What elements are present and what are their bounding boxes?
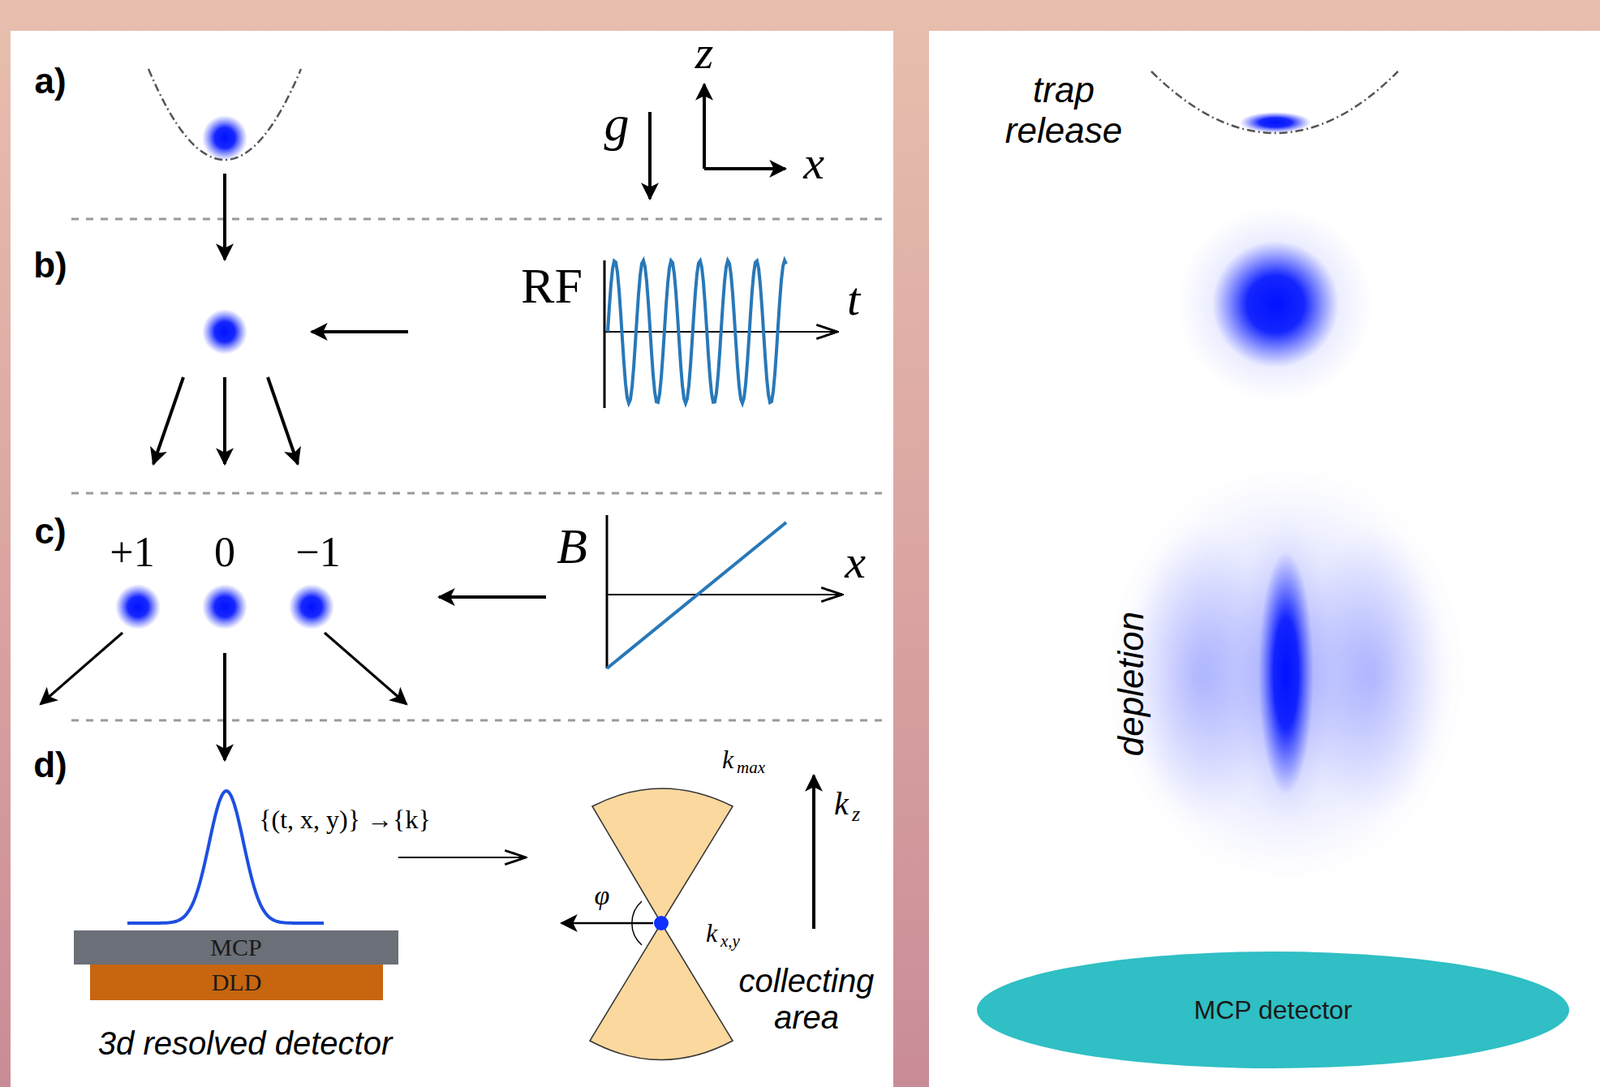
left-panel xyxy=(10,30,894,1087)
subscript: max xyxy=(736,757,766,779)
illustration-part xyxy=(71,719,883,723)
depletion-cloud xyxy=(1111,470,1461,877)
illustration-part xyxy=(223,173,227,260)
right-panel xyxy=(929,30,1600,1087)
illustration-part xyxy=(702,84,706,169)
rf-axes xyxy=(604,260,838,409)
region-label: collecting area xyxy=(713,963,900,1037)
atom-cloud xyxy=(288,584,335,630)
illustration-part xyxy=(324,632,407,705)
illustration-part xyxy=(812,775,816,930)
field-gradient xyxy=(606,522,787,669)
atom-cloud xyxy=(202,309,248,355)
illustration-part xyxy=(561,922,654,925)
angle-arc xyxy=(632,901,642,946)
spin-state: 0 xyxy=(214,528,236,577)
momentum-symbol: k xyxy=(705,918,718,949)
expanding-halo xyxy=(1178,206,1373,402)
stage-label: trap release xyxy=(970,69,1157,151)
trap-potential xyxy=(148,68,302,160)
momentum-symbol: k xyxy=(722,744,734,775)
illustration-part xyxy=(223,377,227,465)
illustration-part xyxy=(223,653,227,761)
step-label: c) xyxy=(34,511,66,552)
illustration-part xyxy=(267,377,298,465)
illustration-part xyxy=(704,167,786,171)
expanding-cloud xyxy=(1212,240,1339,368)
node-text: DLD xyxy=(211,968,263,997)
illustration-part xyxy=(1237,519,1335,828)
subscript: z xyxy=(851,802,861,827)
illustration-part xyxy=(592,788,733,924)
conversion-arrow xyxy=(398,856,526,859)
flow-arrows xyxy=(40,84,814,930)
illustration-part xyxy=(311,330,409,334)
dld-plate: DLD xyxy=(90,964,383,1001)
atom-cloud xyxy=(202,115,248,161)
illustration-part xyxy=(40,632,123,705)
node-text: MCP detector xyxy=(1193,995,1352,1026)
axis-label: x xyxy=(844,534,866,590)
condensate-core xyxy=(1258,551,1314,796)
illustration-part xyxy=(1111,470,1461,877)
atom-cloud xyxy=(202,584,248,630)
illustration-part xyxy=(606,515,609,669)
spin-state: +1 xyxy=(109,528,155,577)
angle-symbol: φ xyxy=(594,880,611,912)
illustration-part xyxy=(648,111,652,199)
stage-label: depletion xyxy=(1110,611,1152,757)
illustration-part xyxy=(153,377,184,465)
mcp-plate: MCP xyxy=(73,930,399,965)
subscript: x,y xyxy=(720,931,740,952)
mapping-formula: {(t, x, y)} →{k} xyxy=(258,804,431,835)
rf-waveform xyxy=(607,260,787,404)
atom-cloud xyxy=(115,584,161,630)
caption-note: 3d resolved detector xyxy=(98,1025,392,1063)
disc-fill xyxy=(976,951,1570,1069)
node-text: MCP xyxy=(210,933,262,962)
signal-name: RF xyxy=(520,257,583,315)
collecting-cone xyxy=(589,788,733,1061)
axis-label: t xyxy=(847,271,861,327)
illustration-part xyxy=(603,260,607,409)
trap-potential xyxy=(1151,71,1398,134)
momentum-symbol: k xyxy=(834,784,849,823)
illustration-part xyxy=(438,595,547,599)
field-symbol: B xyxy=(556,517,588,576)
field-axes xyxy=(606,515,843,669)
illustration-part xyxy=(71,218,883,221)
spin-state: −1 xyxy=(295,528,340,577)
step-dividers xyxy=(71,219,883,721)
detector-disc: MCP detector xyxy=(976,951,1570,1069)
illustration-part xyxy=(606,593,843,596)
step-label: a) xyxy=(34,60,66,102)
step-label: b) xyxy=(33,245,68,286)
axis-label: x xyxy=(803,135,825,190)
gravity-symbol: g xyxy=(604,94,630,153)
illustration-part xyxy=(71,492,883,495)
step-label: d) xyxy=(33,744,68,786)
trapped-cloud xyxy=(1239,111,1312,134)
momentum-point xyxy=(653,916,669,931)
axis-label: z xyxy=(695,25,714,80)
